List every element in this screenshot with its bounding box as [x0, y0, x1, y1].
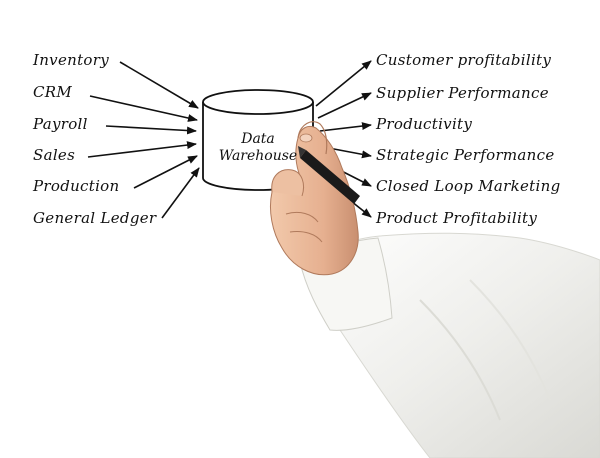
output-label-productivity: Productivity [376, 115, 473, 133]
output-label-strategic-performance: Strategic Performance [376, 146, 555, 164]
center-label-line-2: Warehouse [218, 148, 298, 164]
marker-pen [298, 146, 360, 204]
output-label-product-profitability: Product Profitability [376, 209, 538, 227]
arrow-customer-profitability [315, 60, 372, 107]
input-label-inventory: Inventory [33, 51, 110, 69]
input-label-sales: Sales [33, 146, 76, 164]
arrow-production [133, 155, 198, 189]
input-label-payroll: Payroll [33, 115, 88, 133]
arrow-crm [89, 95, 198, 122]
input-arrows [87, 61, 200, 219]
input-label-crm: CRM [33, 83, 73, 101]
arrow-payroll [105, 125, 197, 135]
center-label-line-1: Data [241, 131, 275, 147]
input-label-production: Production [33, 177, 120, 195]
output-label-closed-loop-marketing: Closed Loop Marketing [376, 177, 561, 195]
arrow-productivity [319, 122, 372, 132]
arrow-general-ledger [161, 167, 200, 219]
arrow-supplier-performance [317, 92, 372, 119]
input-label-general-ledger: General Ledger [33, 209, 157, 227]
arrow-sales [87, 141, 197, 158]
arrow-inventory [119, 61, 199, 109]
hand [269, 121, 359, 276]
output-label-supplier-performance: Supplier Performance [376, 84, 549, 102]
output-label-customer-profitability: Customer profitability [376, 51, 552, 69]
